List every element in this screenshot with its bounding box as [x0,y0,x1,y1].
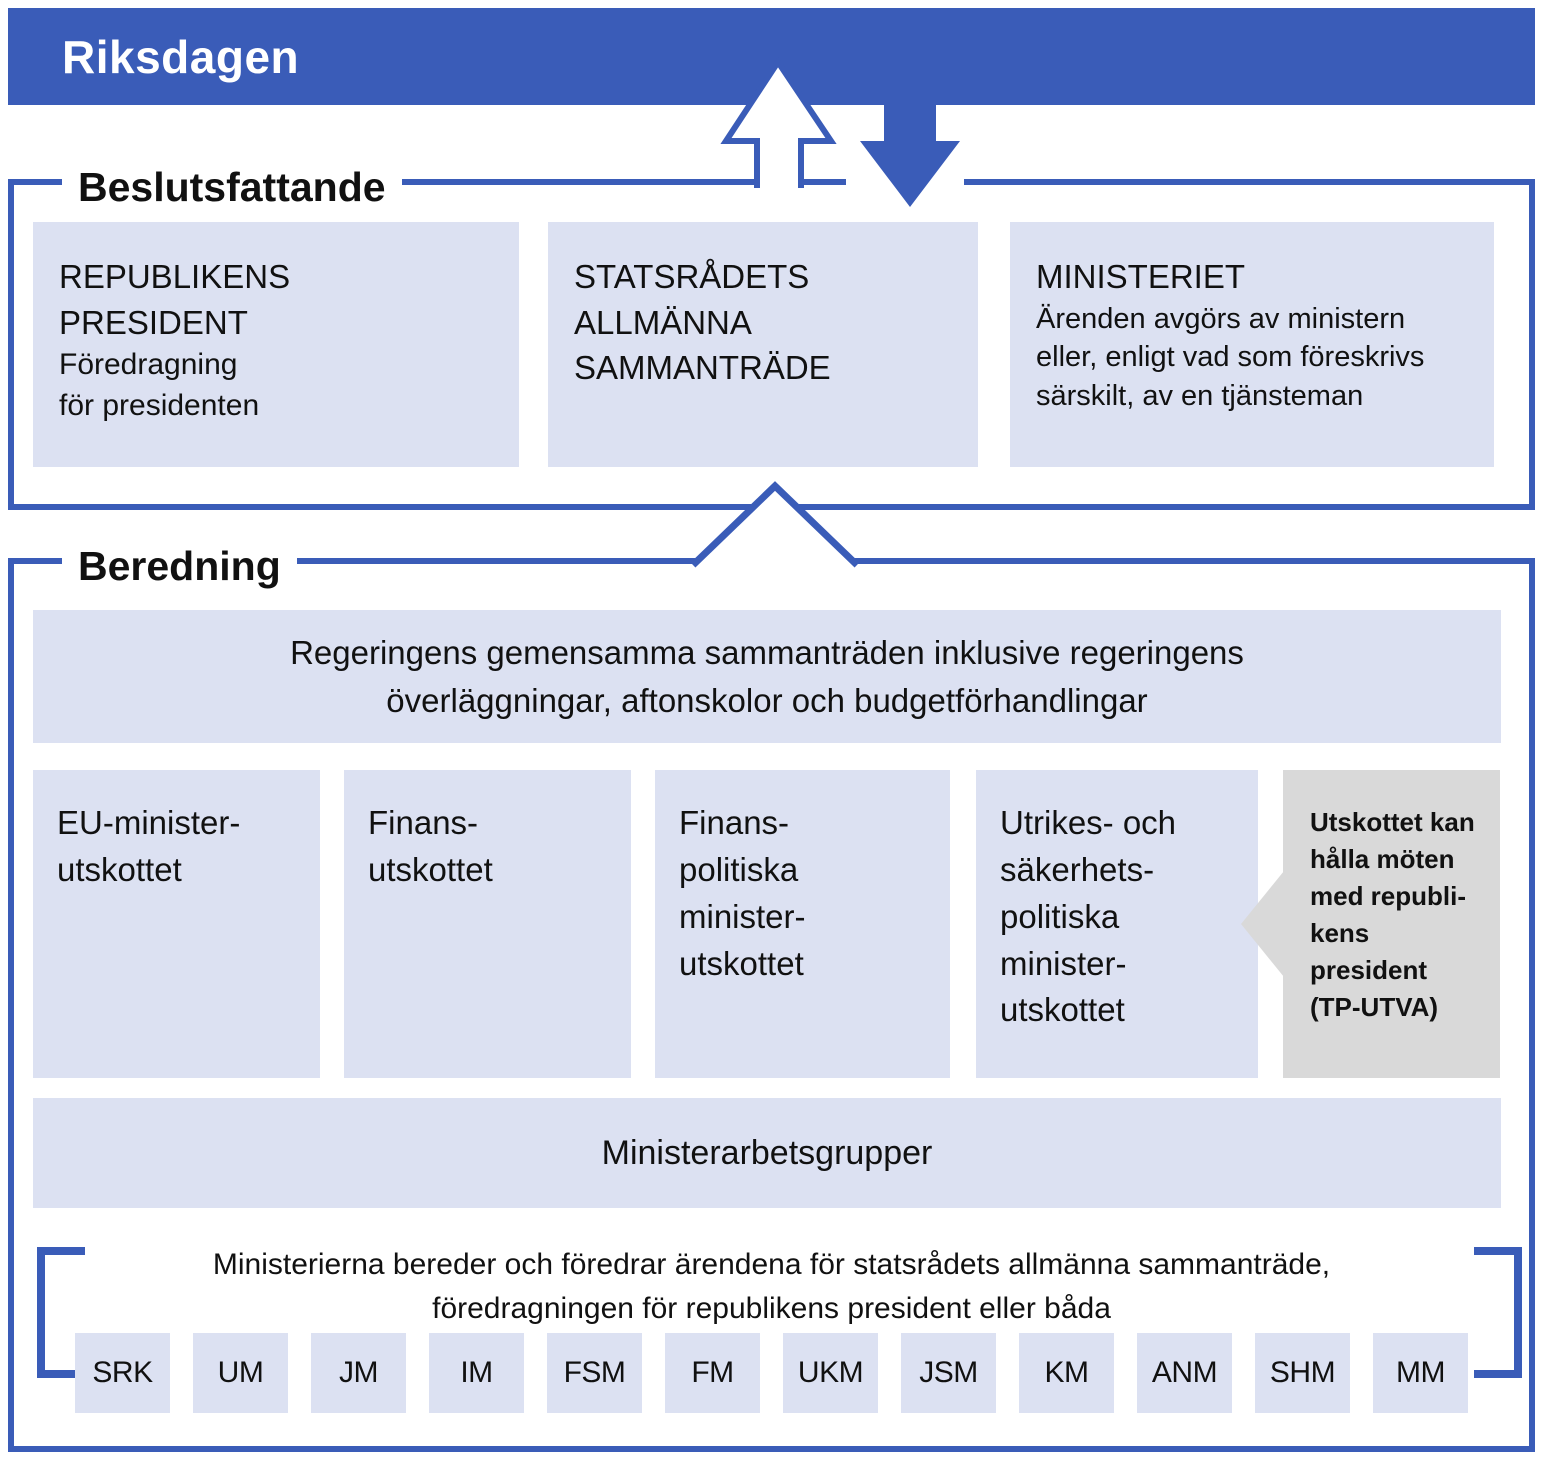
ministry-code-box: MM [1373,1333,1468,1413]
minister-working-groups-text: Ministerarbetsgrupper [601,1133,933,1172]
general-session-box: STATSRÅDETS ALLMÄNNA SAMMANTRÄDE [548,222,978,467]
preparation-section-label: Beredning [62,542,297,590]
ministry-box: MINISTERIET Ärenden avgörs av ministern … [1010,222,1494,467]
ministry-code-box: SHM [1255,1333,1350,1413]
left-bracket-icon [37,1247,85,1378]
ministry-code-box: JSM [901,1333,996,1413]
committee-box-fiscal-policy: Finans- politiska minister- utskottet [655,770,950,1078]
ministry-code-box: UM [193,1333,288,1413]
decision-section-label: Beslutsfattande [62,163,402,211]
tp-utva-note-box: Utskottet kan hålla möten med republi- k… [1241,770,1500,1078]
committee-box-finance: Finans- utskottet [344,770,631,1078]
tp-utva-note-text: Utskottet kan hålla möten med republi- k… [1310,807,1475,1022]
ministry-code-box: ANM [1137,1333,1232,1413]
president-box-title: REPUBLIKENS PRESIDENT [59,258,291,341]
riksdagen-title: Riksdagen [62,30,300,83]
committee-box-foreign-security: Utrikes- och säkerhets- politiska minist… [976,770,1258,1078]
ministry-code-box: FM [665,1333,760,1413]
president-box: REPUBLIKENS PRESIDENT Föredragning för p… [33,222,519,467]
ministry-code-box: SRK [75,1333,170,1413]
ministries-row: SRK UM JM IM FSM FM UKM JSM KM ANM SHM M… [8,1333,1535,1413]
ministry-box-title: MINISTERIET [1036,258,1246,295]
president-box-subtitle: Föredragning för presidenten [59,348,260,422]
note-pointer-icon [1241,871,1284,977]
right-bracket-icon [1474,1247,1522,1378]
preparation-section: Beredning [8,542,1535,1452]
minister-working-groups-box: Ministerarbetsgrupper [33,1098,1501,1208]
ministry-code-box: IM [429,1333,524,1413]
general-session-box-title: STATSRÅDETS ALLMÄNNA SAMMANTRÄDE [574,258,831,387]
ministry-code-box: FSM [547,1333,642,1413]
ministry-code-box: KM [1019,1333,1114,1413]
joint-meetings-text: Regeringens gemensamma sammanträden inkl… [290,633,1244,719]
ministry-box-subtitle: Ärenden avgörs av ministern eller, enlig… [1036,302,1425,412]
joint-meetings-box: Regeringens gemensamma sammanträden inkl… [33,610,1501,743]
ministries-caption: Ministerierna bereder och föredrar ärend… [212,1248,1331,1326]
committee-box-eu: EU-minister- utskottet [33,770,320,1078]
ministry-code-box: JM [311,1333,406,1413]
riksdagen-header-bar: Riksdagen [8,8,1535,105]
ministry-code-box: UKM [783,1333,878,1413]
